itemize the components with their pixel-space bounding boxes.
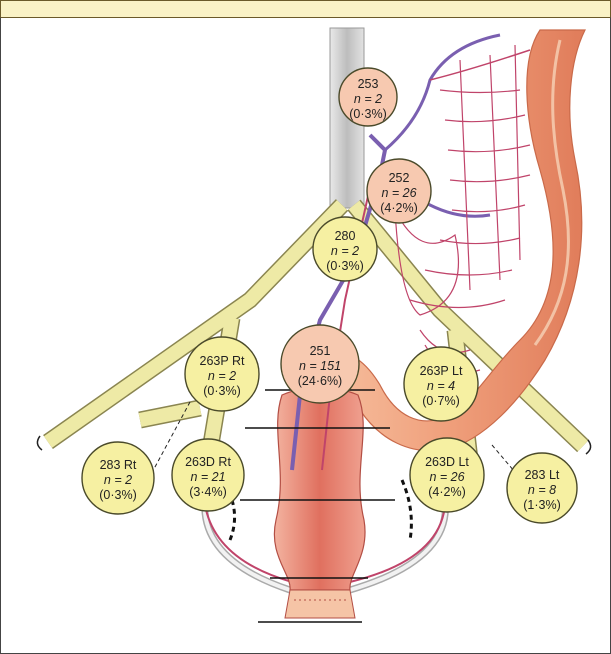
node-283-lt-station: 283 Lt [525, 468, 560, 482]
node-251-station: 251 [310, 344, 331, 358]
node-283-rt: 283 Rtn = 2(0·3%) [82, 442, 154, 514]
node-252-n: n = 26 [381, 186, 416, 200]
node-253-n: n = 2 [354, 92, 382, 106]
node-280-station: 280 [335, 229, 356, 243]
node-252-station: 252 [389, 171, 410, 185]
node-283-lt: 283 Ltn = 8(1·3%) [507, 453, 577, 523]
node-263p-rt-pct: (0·3%) [203, 384, 241, 398]
node-263d-lt-station: 263D Lt [425, 455, 469, 469]
node-283-lt-n: n = 8 [528, 483, 556, 497]
node-263d-rt-pct: (3·4%) [189, 485, 227, 499]
node-280-pct: (0·3%) [326, 259, 364, 273]
node-283-lt-pct: (1·3%) [523, 498, 561, 512]
node-263p-lt-n: n = 4 [427, 379, 455, 393]
node-253-station: 253 [358, 77, 379, 91]
node-263p-rt-station: 263P Rt [200, 354, 245, 368]
node-283-rt-n: n = 2 [104, 473, 132, 487]
node-283-rt-station: 283 Rt [100, 458, 137, 472]
node-263d-rt: 263D Rtn = 21(3·4%) [172, 439, 244, 511]
node-251-n: n = 151 [299, 359, 341, 373]
rectum [274, 388, 365, 619]
node-263d-rt-station: 263D Rt [185, 455, 231, 469]
node-251-pct: (24·6%) [298, 374, 342, 388]
node-263p-rt: 263P Rtn = 2(0·3%) [185, 337, 259, 411]
node-263d-lt: 263D Ltn = 26(4·2%) [410, 438, 484, 512]
node-280-n: n = 2 [331, 244, 359, 258]
node-263d-lt-pct: (4·2%) [428, 485, 466, 499]
node-252-pct: (4·2%) [380, 201, 418, 215]
node-263d-rt-n: n = 21 [190, 470, 225, 484]
node-263p-lt: 263P Ltn = 4(0·7%) [404, 347, 478, 421]
node-263p-lt-station: 263P Lt [420, 364, 463, 378]
node-263d-lt-n: n = 26 [429, 470, 464, 484]
node-283-rt-pct: (0·3%) [99, 488, 137, 502]
node-263p-rt-n: n = 2 [208, 369, 236, 383]
node-263p-lt-pct: (0·7%) [422, 394, 460, 408]
node-253-pct: (0·3%) [349, 107, 387, 121]
